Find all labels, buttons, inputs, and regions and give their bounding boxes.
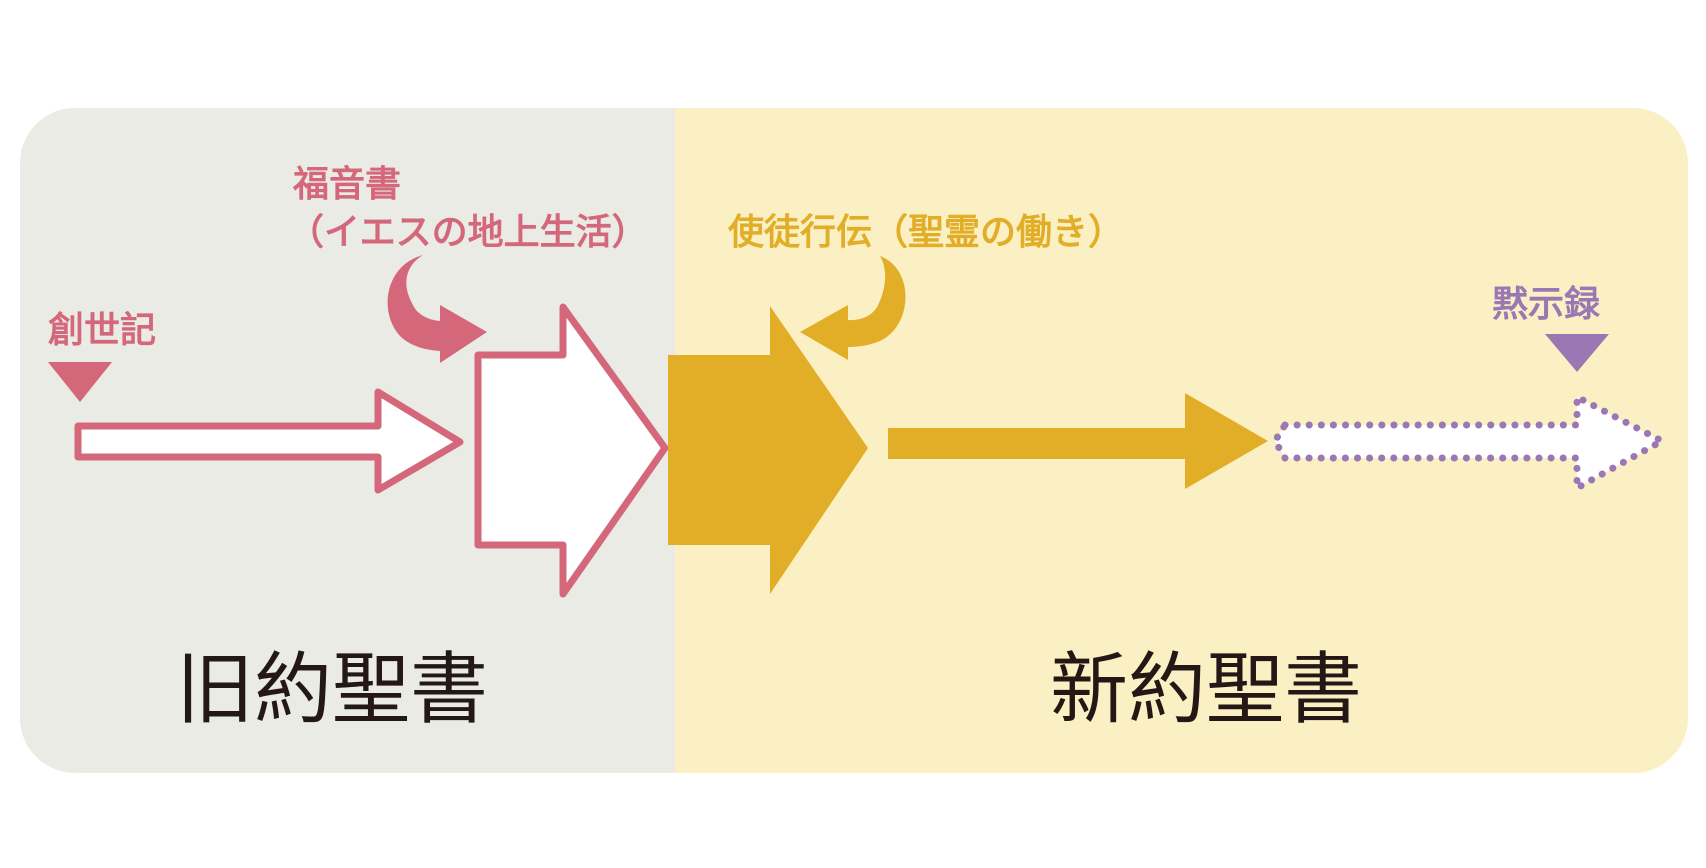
gospels-big-arrow — [474, 303, 669, 598]
gospels-curved-arrow — [387, 255, 487, 363]
revelation-label: 黙示録 — [1492, 284, 1601, 325]
old-testament-arrow — [74, 388, 464, 494]
genesis-marker-triangle — [48, 362, 112, 402]
genesis-label: 創世記 — [48, 310, 156, 351]
acts-label: 使徒行伝（聖霊の働き） — [728, 212, 1124, 253]
new-testament-title: 新約聖書 — [1050, 645, 1362, 735]
acts-curved-arrow — [800, 256, 906, 360]
gospels-title: 福音書 — [292, 164, 401, 205]
future-dotted-arrow — [1271, 393, 1666, 492]
church-age-arrow — [888, 393, 1268, 489]
acts-big-arrow — [668, 306, 868, 594]
gospels-subtitle: （イエスの地上生活） — [288, 212, 648, 253]
old-testament-title: 旧約聖書 — [176, 645, 488, 735]
revelation-marker-triangle — [1545, 334, 1609, 372]
